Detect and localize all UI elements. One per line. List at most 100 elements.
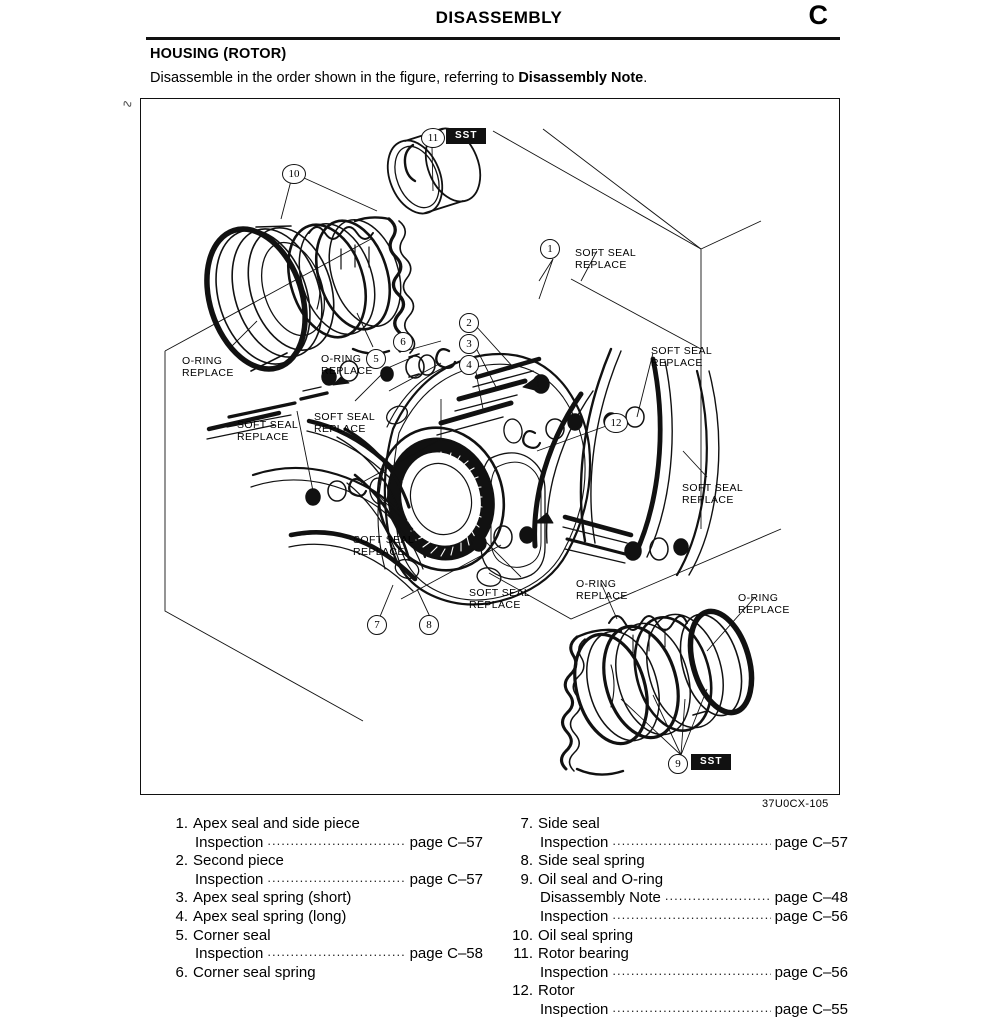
reference-page: page C–57 bbox=[409, 870, 483, 888]
part-head: 4. Apex seal spring (long) bbox=[163, 908, 483, 927]
part-head: 5.Corner seal bbox=[163, 927, 483, 946]
part-entry: 4. Apex seal spring (long) bbox=[163, 908, 483, 927]
side-seal-group-right bbox=[522, 347, 720, 577]
annotation-line-2: REPLACE bbox=[651, 357, 703, 369]
reference-name: Inspection bbox=[195, 870, 264, 888]
annotation-line-1: SOFT SEAL bbox=[651, 345, 713, 357]
part-number: 8. bbox=[520, 852, 533, 870]
figure-reference-code: 37U0CX-105 bbox=[762, 798, 829, 810]
section-heading: HOUSING (ROTOR) bbox=[150, 46, 287, 62]
part-head: 10.Oil seal spring bbox=[508, 927, 848, 946]
reference-name: Inspection bbox=[195, 945, 264, 963]
part-reference: Inspection..............................… bbox=[195, 833, 483, 853]
reference-page: page C–55 bbox=[774, 1000, 848, 1018]
annotation-line-2: REPLACE bbox=[738, 604, 790, 616]
callout-12: 12 bbox=[604, 413, 628, 433]
reference-name: Inspection bbox=[540, 1000, 609, 1018]
part-entry: 3.Apex seal spring (short) bbox=[163, 889, 483, 908]
reference-dot-leader: ........................................… bbox=[267, 869, 406, 885]
callout-9: 9 bbox=[668, 754, 688, 774]
part-label: Rotor bearing bbox=[538, 945, 629, 963]
part-reference: Inspection..............................… bbox=[195, 944, 483, 964]
reference-dot-leader: ........................................… bbox=[612, 962, 770, 978]
part-head: 3.Apex seal spring (short) bbox=[163, 889, 483, 908]
header-divider bbox=[146, 37, 840, 40]
part-number: 9. bbox=[520, 870, 533, 888]
reference-page: page C–58 bbox=[409, 945, 483, 963]
annotation-line-1: O-RING bbox=[321, 353, 362, 365]
annotation-line-1: SOFT SEAL bbox=[575, 247, 637, 259]
sst-badge: SST bbox=[691, 754, 732, 770]
reference-page: page C–57 bbox=[409, 833, 483, 851]
part-reference: Inspection..............................… bbox=[195, 869, 483, 890]
rotor-body bbox=[369, 352, 592, 606]
callout-6: 6 bbox=[393, 332, 413, 352]
callout-7: 7 bbox=[367, 615, 387, 635]
callout-3: 3 bbox=[459, 334, 479, 354]
reference-name: Inspection bbox=[540, 907, 609, 925]
part-number: 4. bbox=[175, 907, 188, 925]
part-number: 10. bbox=[512, 926, 533, 944]
part-label: Second piece bbox=[193, 852, 284, 870]
part-reference: Disassembly Note........................… bbox=[540, 888, 848, 908]
reference-page: page C–57 bbox=[774, 833, 848, 851]
part-reference: Inspection..............................… bbox=[540, 907, 848, 927]
annotation-line-2: REPLACE bbox=[314, 423, 366, 435]
reference-dot-leader: .............................. bbox=[664, 888, 771, 904]
part-head: 11. Rotor bearing bbox=[508, 945, 848, 964]
leader-lines bbox=[164, 128, 782, 756]
callout-1: 1 bbox=[540, 239, 560, 259]
annotation-line-1: SOFT SEAL bbox=[353, 534, 415, 546]
annotation-line-2: REPLACE bbox=[576, 590, 628, 602]
part-head: 8.Side seal spring bbox=[508, 852, 848, 871]
intro-suffix: . bbox=[643, 70, 648, 86]
oil-seal-spring-group bbox=[287, 216, 416, 355]
part-label: Apex seal spring (long) bbox=[193, 907, 347, 925]
part-number: 11. bbox=[513, 945, 533, 963]
reference-dot-leader: ........................................… bbox=[267, 944, 406, 960]
apex-seal-group-upper bbox=[436, 356, 542, 436]
reference-name: Disassembly Note bbox=[540, 889, 661, 907]
annotation-line-1: SOFT SEAL bbox=[314, 411, 376, 423]
part-head: 12.Rotor bbox=[508, 982, 848, 1001]
intro-bold-reference: Disassembly Note bbox=[518, 70, 644, 86]
annotation-line-2: REPLACE bbox=[321, 365, 373, 377]
callout-5: 5 bbox=[366, 349, 386, 369]
page-title: DISASSEMBLY bbox=[435, 8, 563, 27]
corner-seal-group bbox=[380, 348, 457, 382]
annotation-line-2: REPLACE bbox=[575, 259, 627, 271]
section-intro: Disassemble in the order shown in the fi… bbox=[150, 70, 647, 86]
part-head: 1.Apex seal and side piece bbox=[163, 815, 483, 834]
part-head: 9.Oil seal and O-ring bbox=[508, 871, 848, 890]
part-label: Corner seal spring bbox=[193, 963, 316, 981]
page-section-letter: C bbox=[808, 0, 829, 30]
part-entry: 6.Corner seal spring bbox=[163, 964, 483, 983]
annotation-line-2: REPLACE bbox=[469, 599, 521, 611]
callout-8: 8 bbox=[419, 615, 439, 635]
exploded-diagram-svg bbox=[164, 127, 782, 776]
annotation-line-1: SOFT SEAL bbox=[682, 482, 744, 494]
annotation-line-1: O-RING bbox=[182, 355, 223, 367]
page-header: DISASSEMBLY C bbox=[0, 0, 998, 46]
reference-page: page C–56 bbox=[774, 907, 848, 925]
reference-name: Inspection bbox=[540, 833, 609, 851]
callout-2: 2 bbox=[459, 313, 479, 333]
annotation-line-2: REPLACE bbox=[682, 494, 734, 506]
callout-10: 10 bbox=[282, 164, 306, 184]
annotation-line-1: SOFT SEAL bbox=[237, 419, 299, 431]
part-number: 1. bbox=[175, 815, 188, 832]
reference-page: page C–48 bbox=[774, 889, 848, 907]
annotation-line-2: REPLACE bbox=[182, 367, 234, 379]
